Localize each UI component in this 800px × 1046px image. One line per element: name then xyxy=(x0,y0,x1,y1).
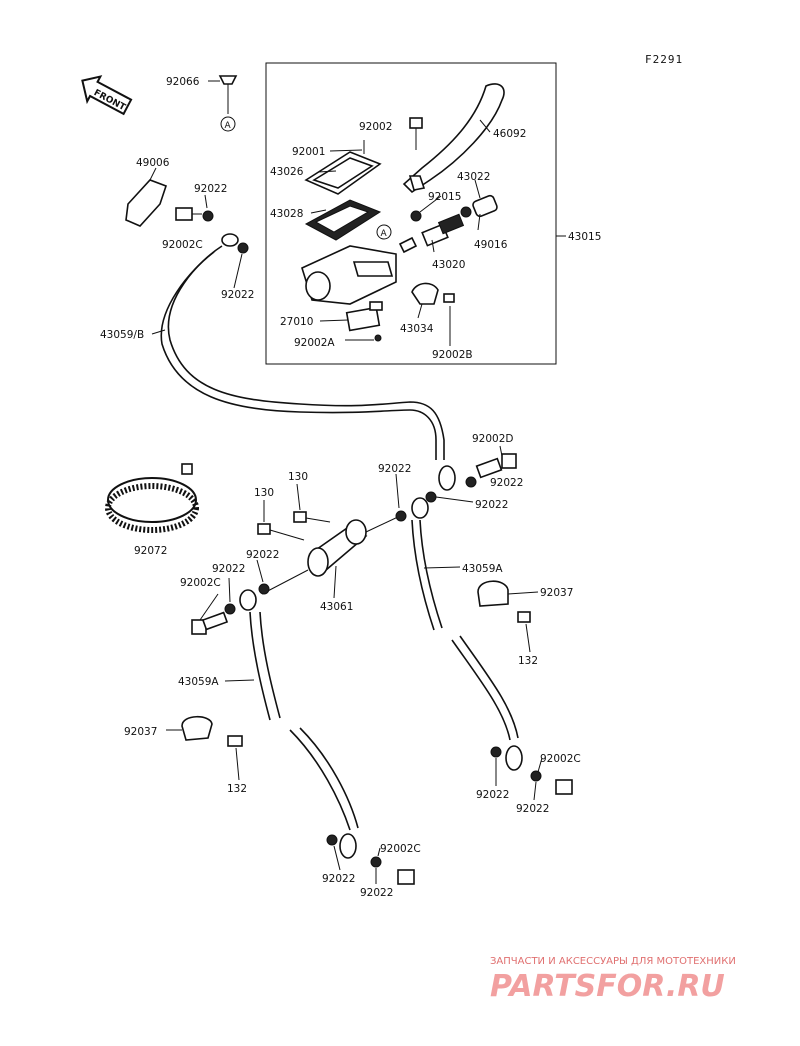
label-46092: 46092 xyxy=(493,128,526,140)
label-27010: 27010 xyxy=(280,316,313,328)
label-43059a-b: 43059A xyxy=(178,676,219,688)
bolt-130-a xyxy=(257,523,305,541)
bolt-92002c-bottom-right xyxy=(490,746,573,795)
label-92002c-b: 92002C xyxy=(180,577,221,589)
boot-49016 xyxy=(460,194,498,218)
clamp-92037-right xyxy=(477,580,531,623)
lever-46092 xyxy=(402,83,505,194)
bolt-92002c-top xyxy=(175,207,249,254)
label-92066: 92066 xyxy=(166,76,200,88)
reservoir-cap-43026 xyxy=(304,140,382,195)
label-92022-i: 92022 xyxy=(516,803,549,815)
label-92002c-c: 92002C xyxy=(540,753,581,765)
hose-43059a-left xyxy=(249,611,271,721)
ref-marker-a-left: A xyxy=(220,116,236,132)
label-92022-b: 92022 xyxy=(221,289,254,301)
label-49006: 49006 xyxy=(136,157,170,169)
ref-marker-a-right: A xyxy=(376,224,392,240)
assembly-box xyxy=(265,62,557,365)
label-92015: 92015 xyxy=(428,191,461,203)
label-92022-d: 92022 xyxy=(490,477,523,489)
front-arrow-icon: FRONT xyxy=(81,75,133,116)
label-92002c-d: 92002C xyxy=(380,843,421,855)
svg-text:A: A xyxy=(225,121,232,131)
bolt-130-b xyxy=(293,511,331,523)
switch-27010 xyxy=(345,301,383,342)
label-92001: 92001 xyxy=(292,146,325,158)
svg-text:A: A xyxy=(381,229,388,239)
label-43061: 43061 xyxy=(320,601,353,613)
joint-43061 xyxy=(261,515,401,595)
label-49016: 49016 xyxy=(474,239,508,251)
diaphragm-43028 xyxy=(304,199,382,241)
part-labels: 92066 49006 92022 92002C 92022 43059/B 9… xyxy=(100,76,601,899)
label-43034: 43034 xyxy=(400,323,434,335)
label-43020: 43020 xyxy=(432,259,465,271)
label-43059a-a: 43059A xyxy=(462,563,503,575)
label-132-a: 132 xyxy=(518,655,538,667)
label-92002b: 92002B xyxy=(432,349,473,361)
watermark-line1: ЗАПЧАСТИ И АКСЕССУАРЫ ДЛЯ МОТОТЕХНИКИ xyxy=(490,956,736,967)
clamp-43034 xyxy=(411,282,455,305)
figure-code: F2291 xyxy=(645,53,683,66)
label-92002c-a: 92002C xyxy=(162,239,203,251)
label-130-b: 130 xyxy=(288,471,308,483)
hose-43059b xyxy=(167,245,445,460)
label-92022-e: 92022 xyxy=(475,499,508,511)
label-130-a: 130 xyxy=(254,487,274,499)
band-92072 xyxy=(105,463,199,533)
label-92022-h: 92022 xyxy=(476,789,509,801)
leader-lines xyxy=(151,119,543,884)
label-43022: 43022 xyxy=(457,171,490,183)
label-43026: 43026 xyxy=(270,166,304,178)
piston-kit-43020 xyxy=(398,213,465,254)
label-92022-f: 92022 xyxy=(246,549,279,561)
label-92022-g: 92022 xyxy=(212,563,245,575)
boot-49006 xyxy=(125,167,168,227)
label-92022-c: 92022 xyxy=(378,463,411,475)
label-43028: 43028 xyxy=(270,208,303,220)
hose-43059a-right xyxy=(411,519,435,631)
cap-92066 xyxy=(208,75,238,114)
bolt-92002c-left xyxy=(191,589,257,635)
watermark-logo: PARTSFOR.RU xyxy=(490,969,725,1004)
label-92022-j: 92022 xyxy=(322,873,355,885)
label-92037-b: 92037 xyxy=(124,726,157,738)
label-92002a: 92002A xyxy=(294,337,335,349)
label-132-b: 132 xyxy=(227,783,247,795)
label-92072: 92072 xyxy=(134,545,167,557)
label-92002: 92002 xyxy=(359,121,392,133)
clamp-92037-left xyxy=(181,715,243,747)
bolt-92002c-bottom xyxy=(326,834,415,885)
label-43059b: 43059/B xyxy=(100,329,144,341)
label-92022-k: 92022 xyxy=(360,887,393,899)
master-cylinder-body xyxy=(301,245,397,305)
bolt-92002d xyxy=(425,453,517,503)
label-43015: 43015 xyxy=(568,231,601,243)
label-92037-a: 92037 xyxy=(540,587,573,599)
bolt-92002-top xyxy=(409,117,423,150)
label-92022-a: 92022 xyxy=(194,183,227,195)
label-92002d: 92002D xyxy=(472,433,514,445)
